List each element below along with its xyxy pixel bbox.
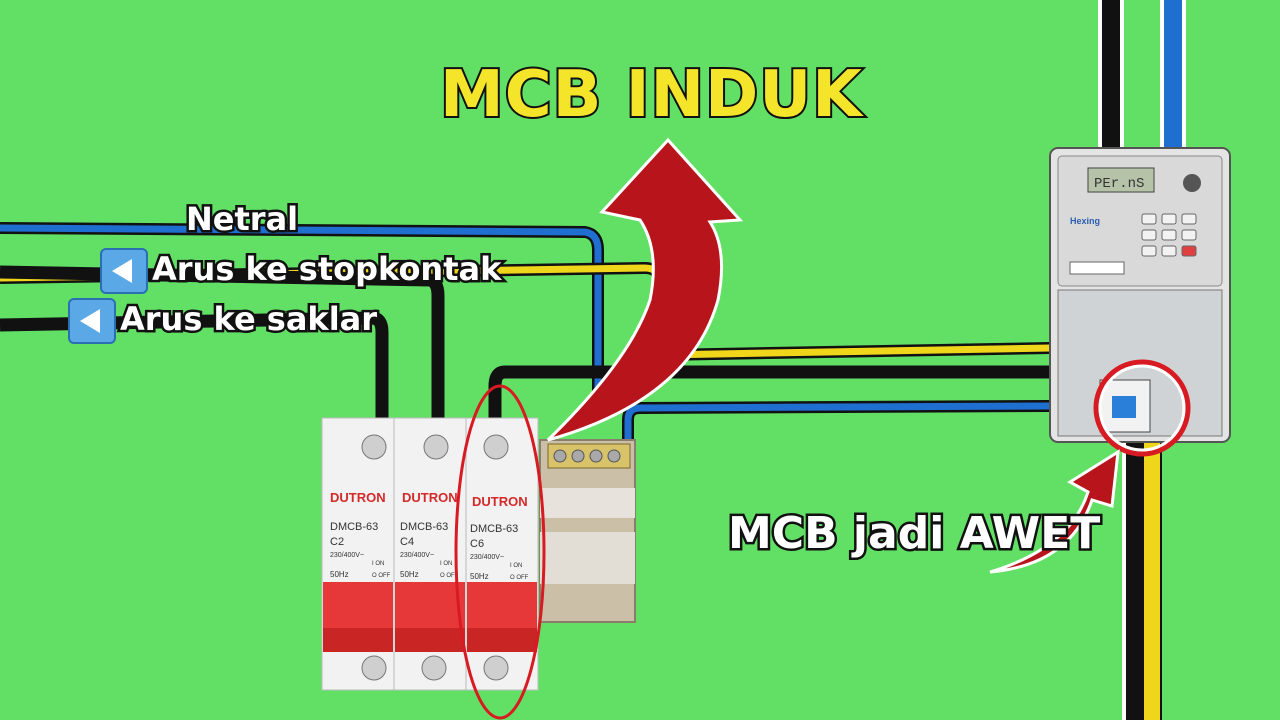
meter-display: PEr.nS <box>1094 176 1144 192</box>
left-arrow-icon <box>68 298 116 344</box>
breaker-voltage: 230/400V~ <box>330 552 364 559</box>
breaker-freq: 50Hz <box>330 570 349 579</box>
arrow-to-title <box>548 140 740 440</box>
breaker-voltage: 230/400V~ <box>400 552 434 559</box>
breaker-on: I ON <box>372 561 384 567</box>
breaker-freq: 50Hz <box>400 570 419 579</box>
breaker-off: O OFF <box>372 573 391 579</box>
breaker-voltage: 230/400V~ <box>470 554 504 561</box>
breaker-on: I ON <box>440 561 452 567</box>
left-arrow-icon <box>100 248 148 294</box>
label-awet: MCB jadi AWET <box>728 508 1100 559</box>
breaker-off: O OFF <box>510 575 529 581</box>
meter-brand: Hexing <box>1070 216 1100 226</box>
breaker-model: DMCB-63 <box>470 523 518 535</box>
breaker-on: I ON <box>510 563 522 569</box>
breaker-brand: DUTRON <box>402 490 458 505</box>
breaker-freq: 50Hz <box>470 572 489 581</box>
breaker-brand: DUTRON <box>472 494 528 509</box>
breaker-rating: C6 <box>470 538 484 550</box>
page-title: MCB INDUK <box>440 58 863 132</box>
breaker-rating: C2 <box>330 536 344 548</box>
din-rail <box>540 440 635 622</box>
label-netral: Netral <box>186 200 298 238</box>
breaker-brand: DUTRON <box>330 490 386 505</box>
breaker-model: DMCB-63 <box>330 521 378 533</box>
label-stopkontak-text: Arus ke stopkontak <box>152 250 501 288</box>
kwh-meter: PEr.nS Hexing <box>1050 148 1230 442</box>
label-saklar-text: Arus ke saklar <box>120 300 377 338</box>
label-stopkontak: Arus ke stopkontak <box>100 248 501 294</box>
breaker-model: DMCB-63 <box>400 521 448 533</box>
label-saklar: Arus ke saklar <box>68 298 377 344</box>
breaker-rating: C4 <box>400 536 414 548</box>
